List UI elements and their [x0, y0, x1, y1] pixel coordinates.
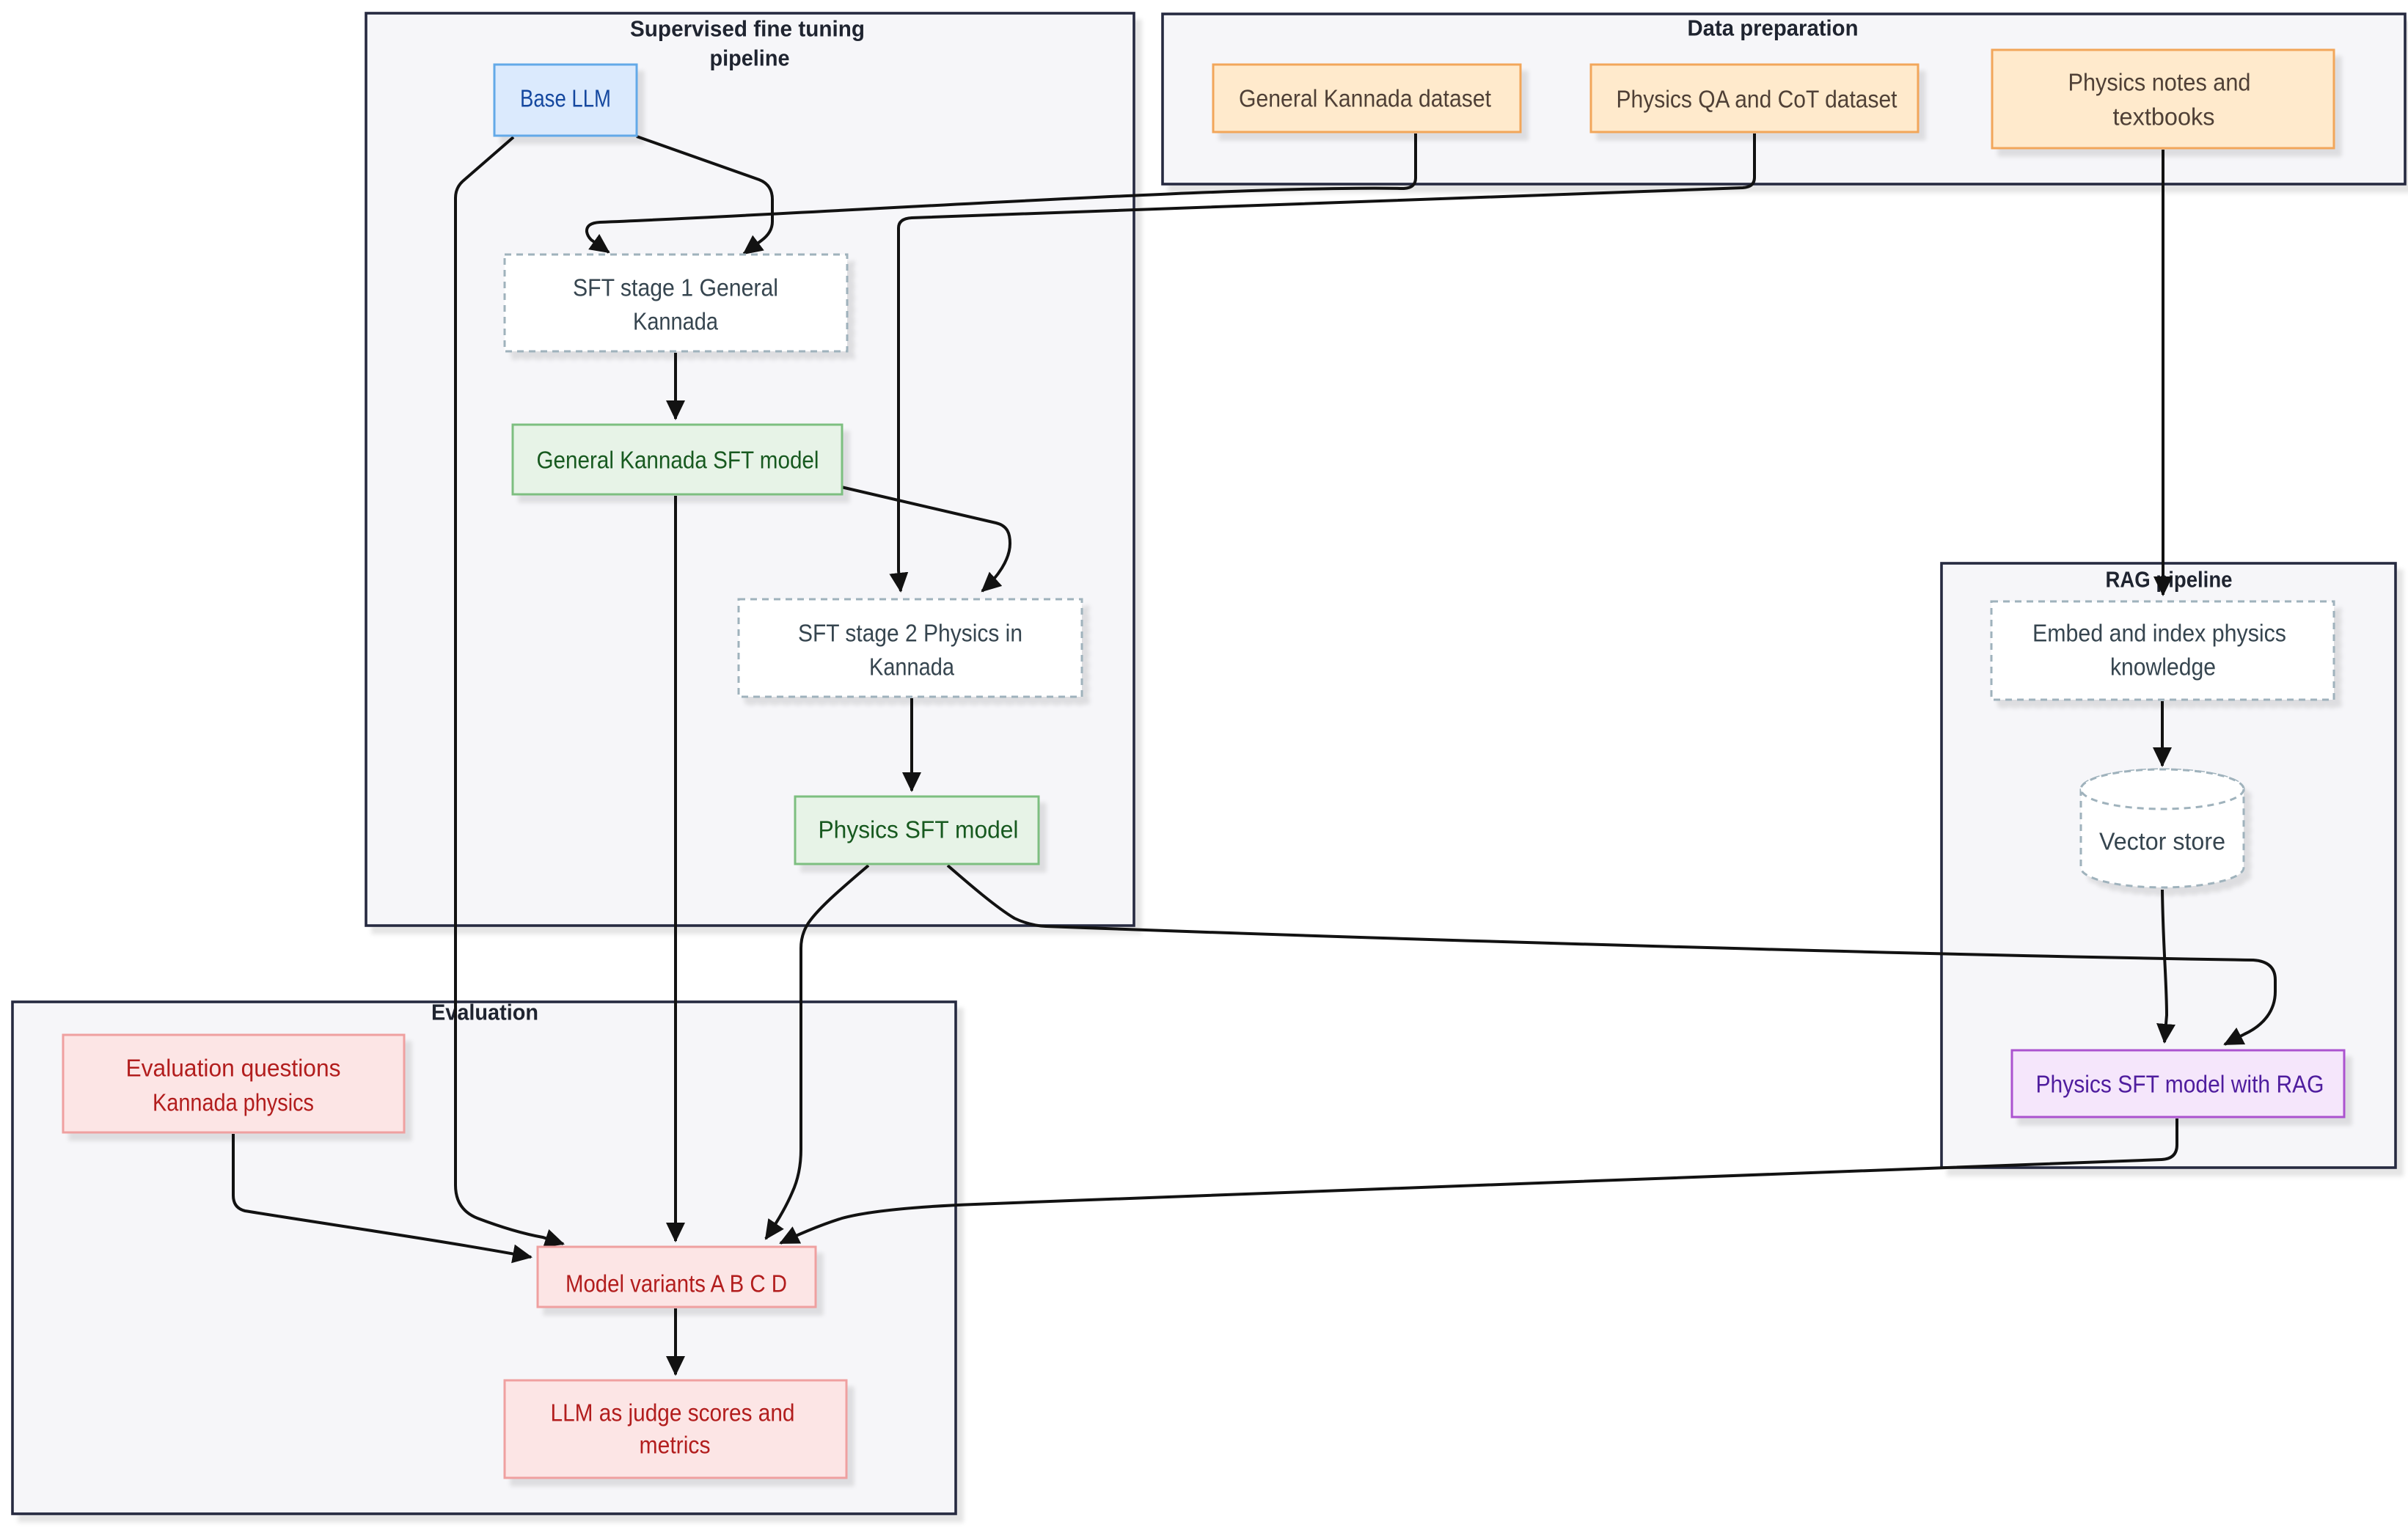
- svg-text:textbooks: textbooks: [2113, 103, 2215, 131]
- svg-text:Physics SFT model: Physics SFT model: [819, 816, 1019, 843]
- svg-text:pipeline: pipeline: [710, 45, 790, 71]
- svg-text:Supervised fine tuning: Supervised fine tuning: [630, 16, 865, 42]
- svg-text:Evaluation: Evaluation: [431, 1000, 538, 1025]
- svg-text:General Kannada dataset: General Kannada dataset: [1239, 85, 1491, 112]
- svg-text:Base LLM: Base LLM: [520, 85, 611, 112]
- svg-text:Vector store: Vector store: [2099, 828, 2225, 855]
- svg-text:Data preparation: Data preparation: [1688, 15, 1859, 41]
- svg-text:SFT stage 1 General: SFT stage 1 General: [573, 274, 778, 301]
- svg-text:General Kannada SFT model: General Kannada SFT model: [537, 447, 819, 474]
- svg-text:SFT stage 2 Physics in: SFT stage 2 Physics in: [798, 620, 1022, 647]
- svg-text:RAG pipeline: RAG pipeline: [2106, 567, 2233, 593]
- svg-text:Evaluation questions: Evaluation questions: [126, 1055, 341, 1082]
- svg-text:Model variants A B C D: Model variants A B C D: [566, 1270, 787, 1297]
- svg-text:Kannada: Kannada: [633, 308, 719, 335]
- svg-text:knowledge: knowledge: [2110, 653, 2216, 681]
- svg-text:metrics: metrics: [640, 1432, 711, 1459]
- svg-text:Kannada physics: Kannada physics: [153, 1089, 314, 1116]
- svg-text:Physics QA and CoT dataset: Physics QA and CoT dataset: [1617, 86, 1898, 113]
- svg-text:Kannada: Kannada: [869, 653, 955, 681]
- svg-text:Physics notes and: Physics notes and: [2068, 69, 2251, 96]
- svg-text:Embed and index physics: Embed and index physics: [2032, 620, 2286, 647]
- svg-text:LLM as judge scores and: LLM as judge scores and: [551, 1399, 795, 1427]
- svg-text:Physics SFT model with RAG: Physics SFT model with RAG: [2036, 1071, 2324, 1098]
